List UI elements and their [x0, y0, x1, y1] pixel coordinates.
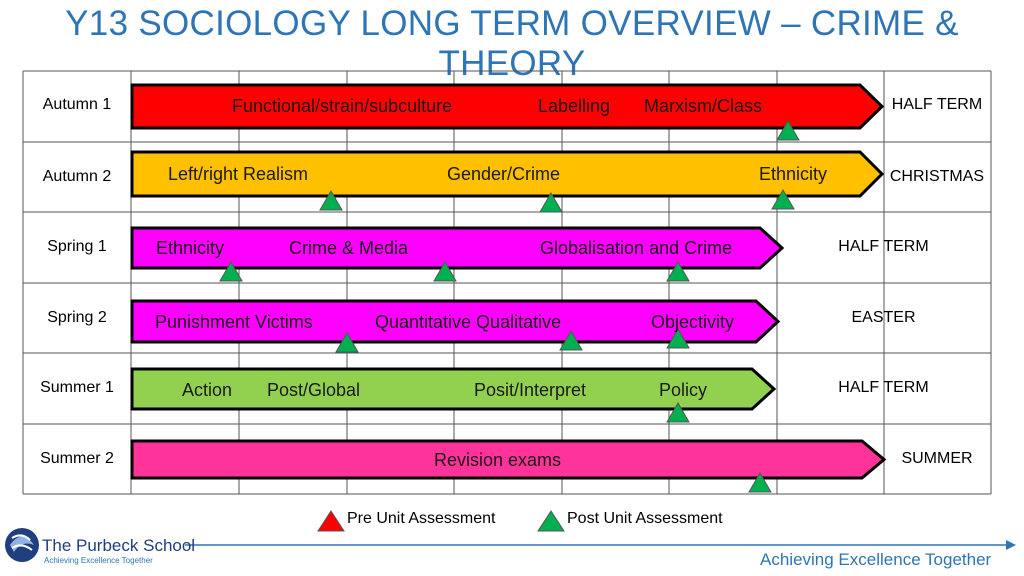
post-assessment-triangle-icon [748, 472, 772, 493]
end-label-autumn-1: HALF TERM [891, 96, 983, 113]
timeline-arrow-5 [130, 367, 777, 411]
topic-post-global: Post/Global [267, 380, 361, 400]
post-assessment-triangle-icon [335, 332, 359, 353]
legend-post-label: Post Unit Assessment [567, 510, 723, 527]
topic-policy: Policy [659, 380, 708, 400]
topic-revision: Revision exams [434, 450, 562, 470]
post-assessment-triangle-icon [776, 120, 800, 141]
topic-quant-qual: Quantitative Qualitative [375, 312, 562, 332]
timeline-arrow-1 [130, 83, 885, 130]
post-assessment-triangle-icon [559, 330, 583, 351]
post-assessment-triangle-icon [539, 192, 563, 213]
page-title: Y13 SOCIOLOGY LONG TERM OVERVIEW – CRIME… [65, 4, 959, 83]
topic-globalisation: Globalisation and Crime [540, 238, 733, 258]
topic-marxism: Marxism/Class [644, 96, 763, 116]
post-assessment-triangle-icon [666, 328, 690, 349]
footer-motto: Achieving Excellence Together [760, 550, 992, 569]
topic-punishment: Punishment Victims [155, 312, 313, 332]
timeline-arrow-6 [130, 439, 887, 480]
topic-ethnicity-s1: Ethnicity [156, 238, 225, 258]
row-label-autumn-2: Autumn 2 [42, 168, 112, 185]
topic-ethnicity-a2: Ethnicity [759, 164, 828, 184]
legend-pre-label: Pre Unit Assessment [347, 510, 496, 527]
school-tagline: Achieving Excellence Together [44, 556, 153, 565]
end-label-spring-2: EASTER [851, 309, 916, 326]
post-assessment-triangle-icon [433, 261, 457, 282]
topic-functional-strain: Functional/strain/subculture [232, 96, 453, 116]
post-assessment-triangle-icon [666, 261, 690, 282]
timeline-arrow-4 [130, 299, 781, 344]
row-label-summer-2: Summer 2 [40, 450, 114, 467]
topic-labelling: Labelling [538, 96, 611, 116]
topic-realism: Left/right Realism [168, 164, 309, 184]
post-assessment-triangle-icon [771, 189, 795, 210]
topic-posit-interpret: Posit/Interpret [474, 380, 587, 400]
school-name: The Purbeck School [42, 536, 196, 555]
topic-gender-crime: Gender/Crime [447, 164, 561, 184]
end-label-autumn-2: CHRISTMAS [889, 168, 985, 185]
post-assessment-triangle-icon [319, 190, 343, 211]
row-label-summer-1: Summer 1 [40, 379, 114, 396]
topic-action: Action [182, 380, 233, 400]
end-label-spring-1: HALF TERM [838, 238, 929, 255]
school-logo-icon [5, 528, 39, 562]
post-assessment-triangle-icon [666, 402, 690, 423]
timeline-arrow-3 [130, 226, 785, 270]
footer-rule-arrowhead [1006, 540, 1016, 550]
pre-assessment-legend-icon [317, 510, 345, 532]
topic-crime-media: Crime & Media [289, 238, 409, 258]
end-label-summer-2: SUMMER [901, 450, 973, 467]
post-assessment-legend-icon [537, 510, 565, 532]
timeline-arrow-2 [130, 150, 885, 198]
row-label-spring-2: Spring 2 [47, 309, 107, 326]
topic-objectivity: Objectivity [651, 312, 735, 332]
end-label-summer-1: HALF TERM [838, 379, 929, 396]
post-assessment-triangle-icon [219, 261, 243, 282]
row-label-autumn-1: Autumn 1 [42, 96, 112, 113]
row-label-spring-1: Spring 1 [47, 238, 107, 255]
